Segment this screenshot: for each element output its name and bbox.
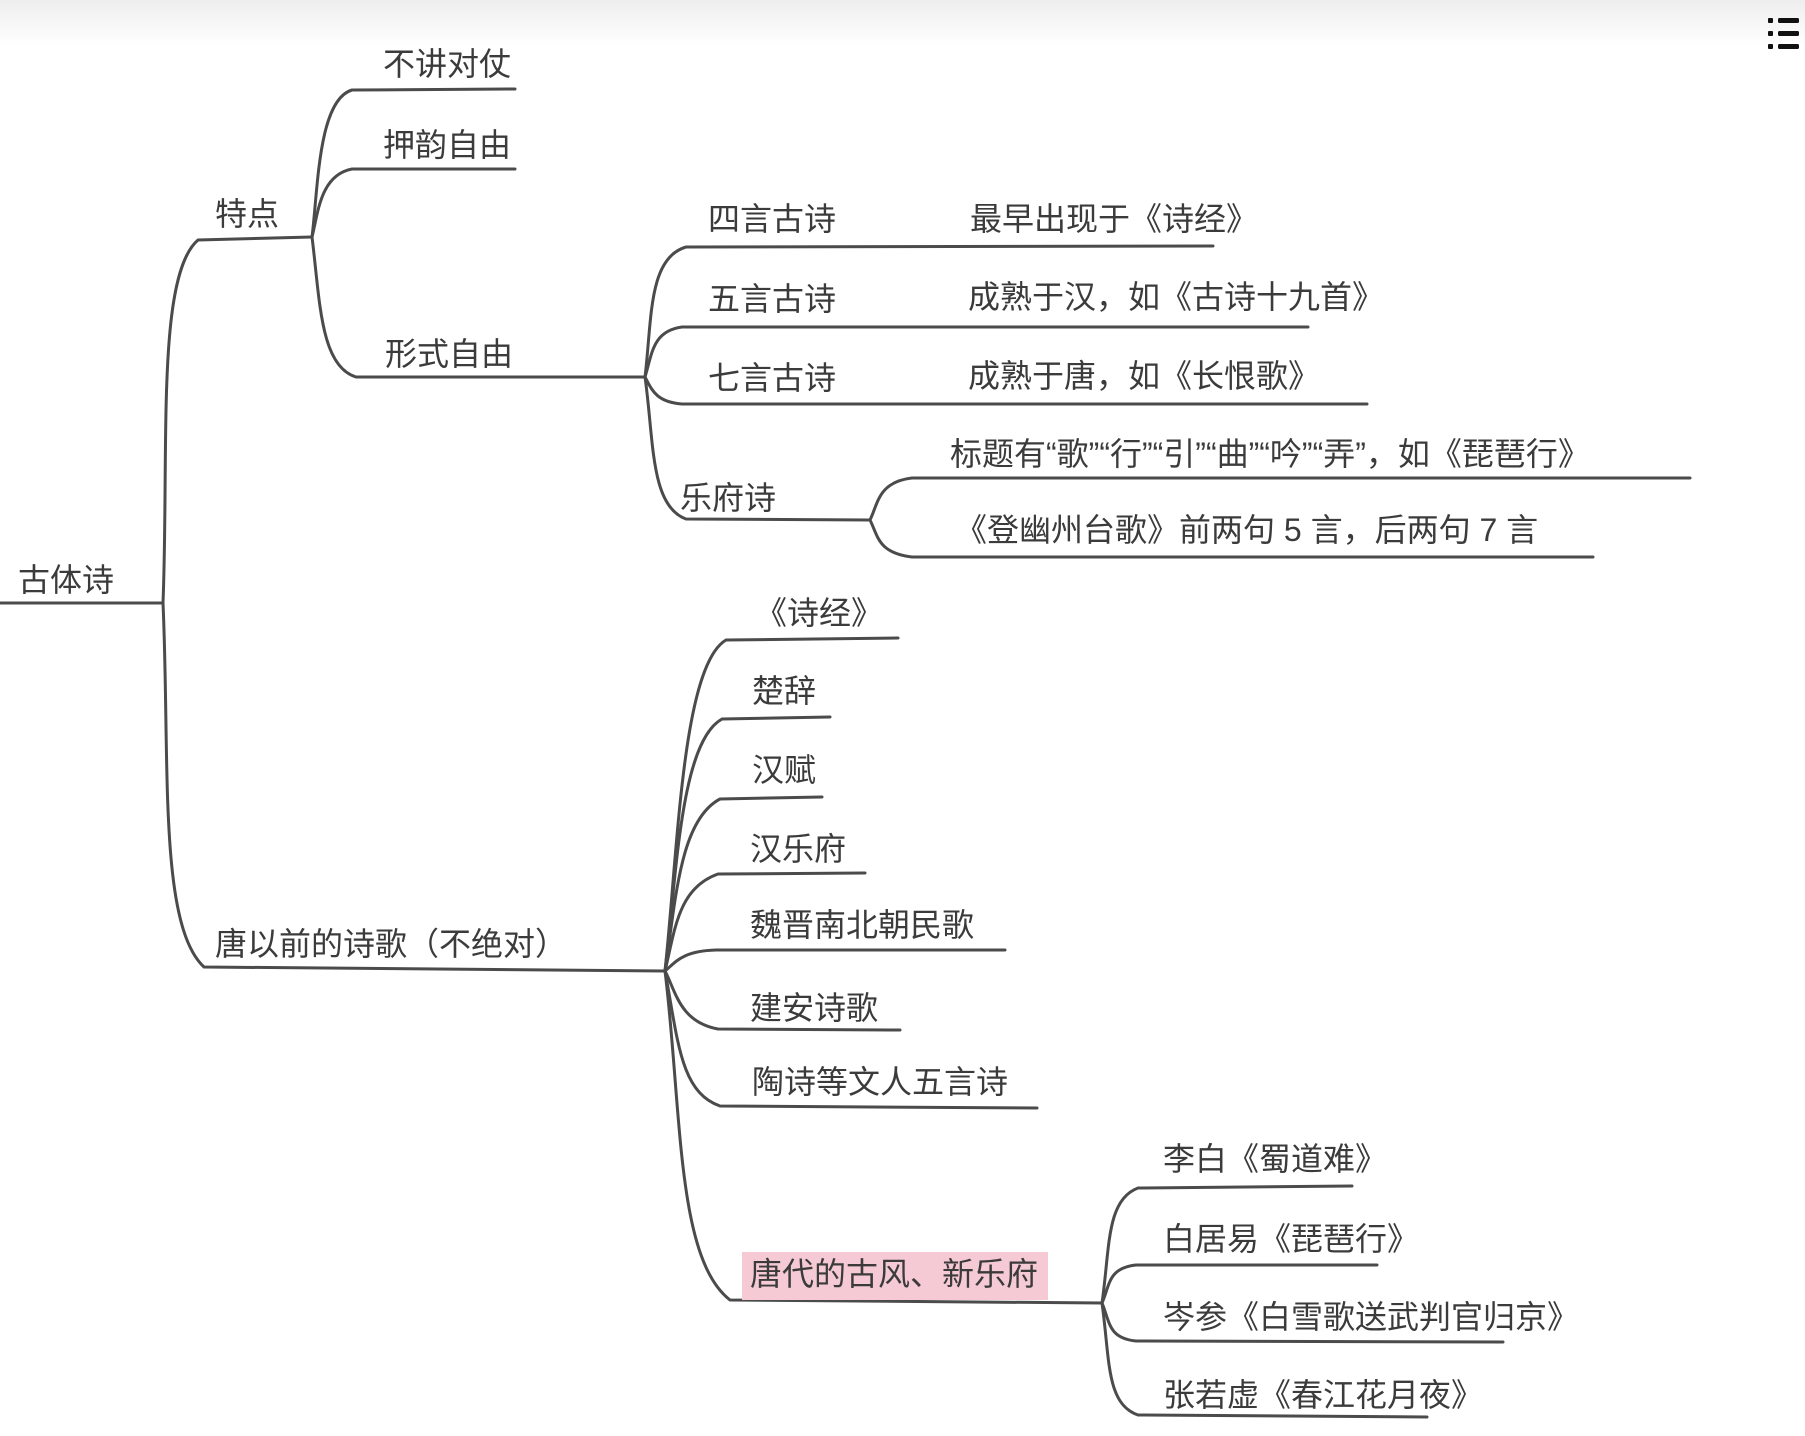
note-four-char-poem[interactable]: 最早出现于《诗经》 [970,201,1259,237]
node-baijuyi-pipaxing[interactable]: 白居易《琵琶行》 [1163,1221,1420,1257]
link-jianan-poetry [663,969,902,1032]
link-free-form [310,235,647,379]
node-jianan-poetry[interactable]: 建安诗歌 [750,990,879,1026]
link-no-antithesis [310,87,517,239]
link-characteristics [161,235,314,605]
link-four-char-poem [643,244,1215,379]
outline-list-button[interactable] [1764,14,1802,54]
link-yuefu-poem [643,375,872,522]
note-five-char-poem[interactable]: 成熟于汉，如《古诗十九首》 [968,279,1385,315]
node-han-yuefu[interactable]: 汉乐府 [750,831,847,867]
link-five-char-poem [643,325,1310,379]
node-weijin-folk-songs[interactable]: 魏晋南北朝民歌 [750,907,975,943]
node-seven-char-poem[interactable]: 七言古诗 [708,360,837,396]
link-dengyouzhoutai-note [868,518,1595,559]
node-yuefu-title-note[interactable]: 标题有“歌”“行”“引”“曲”“吟”“弄”，如《琵琶行》 [950,436,1590,472]
outline-list-icon [1768,18,1799,49]
link-han-yuefu [663,871,867,973]
node-pre-tang-poetry[interactable]: 唐以前的诗歌（不绝对） [215,926,568,962]
node-five-char-poem[interactable]: 五言古诗 [708,281,837,317]
node-free-form[interactable]: 形式自由 [385,336,514,372]
node-chuci[interactable]: 楚辞 [752,673,817,709]
node-ancient-poetry[interactable]: 古体诗 [18,562,115,598]
node-shijing[interactable]: 《诗经》 [755,595,884,631]
node-characteristics[interactable]: 特点 [215,196,280,232]
node-tang-gufeng-xinyuefu[interactable]: 唐代的古风、新乐府 [742,1252,1049,1300]
link-weijin-folk-songs [663,948,1007,973]
link-free-rhyme [310,167,517,239]
node-libai-shudaonan[interactable]: 李白《蜀道难》 [1163,1141,1388,1177]
link-censhen-baixuege [1100,1301,1505,1344]
note-seven-char-poem[interactable]: 成熟于唐，如《长恨歌》 [968,358,1321,394]
link-baijuyi-pipaxing [1100,1263,1379,1305]
node-free-rhyme[interactable]: 押韵自由 [383,127,512,163]
link-hanfu [663,795,824,973]
link-pre-tang-poetry [161,601,667,973]
node-zhangruoxu-chunjiang[interactable]: 张若虚《春江花月夜》 [1163,1377,1484,1413]
link-seven-char-poem [643,375,1369,406]
link-zhangruoxu-chunjiang [1100,1301,1429,1419]
node-no-antithesis[interactable]: 不讲对仗 [383,46,512,82]
link-tang-gufeng-xinyuefu [663,969,1104,1305]
node-four-char-poem[interactable]: 四言古诗 [708,201,837,237]
node-yuefu-poem[interactable]: 乐府诗 [680,480,777,516]
node-dengyouzhoutai-note[interactable]: 《登幽州台歌》前两句 5 言，后两句 7 言 [955,512,1539,548]
link-yuefu-title-note [868,476,1692,522]
node-tao-poems[interactable]: 陶诗等文人五言诗 [752,1064,1009,1100]
node-hanfu[interactable]: 汉赋 [752,752,817,788]
link-tao-poems [663,969,1039,1110]
link-libai-shudaonan [1100,1184,1354,1305]
node-censhen-baixuege[interactable]: 岑参《白雪歌送武判官归京》 [1163,1299,1580,1335]
